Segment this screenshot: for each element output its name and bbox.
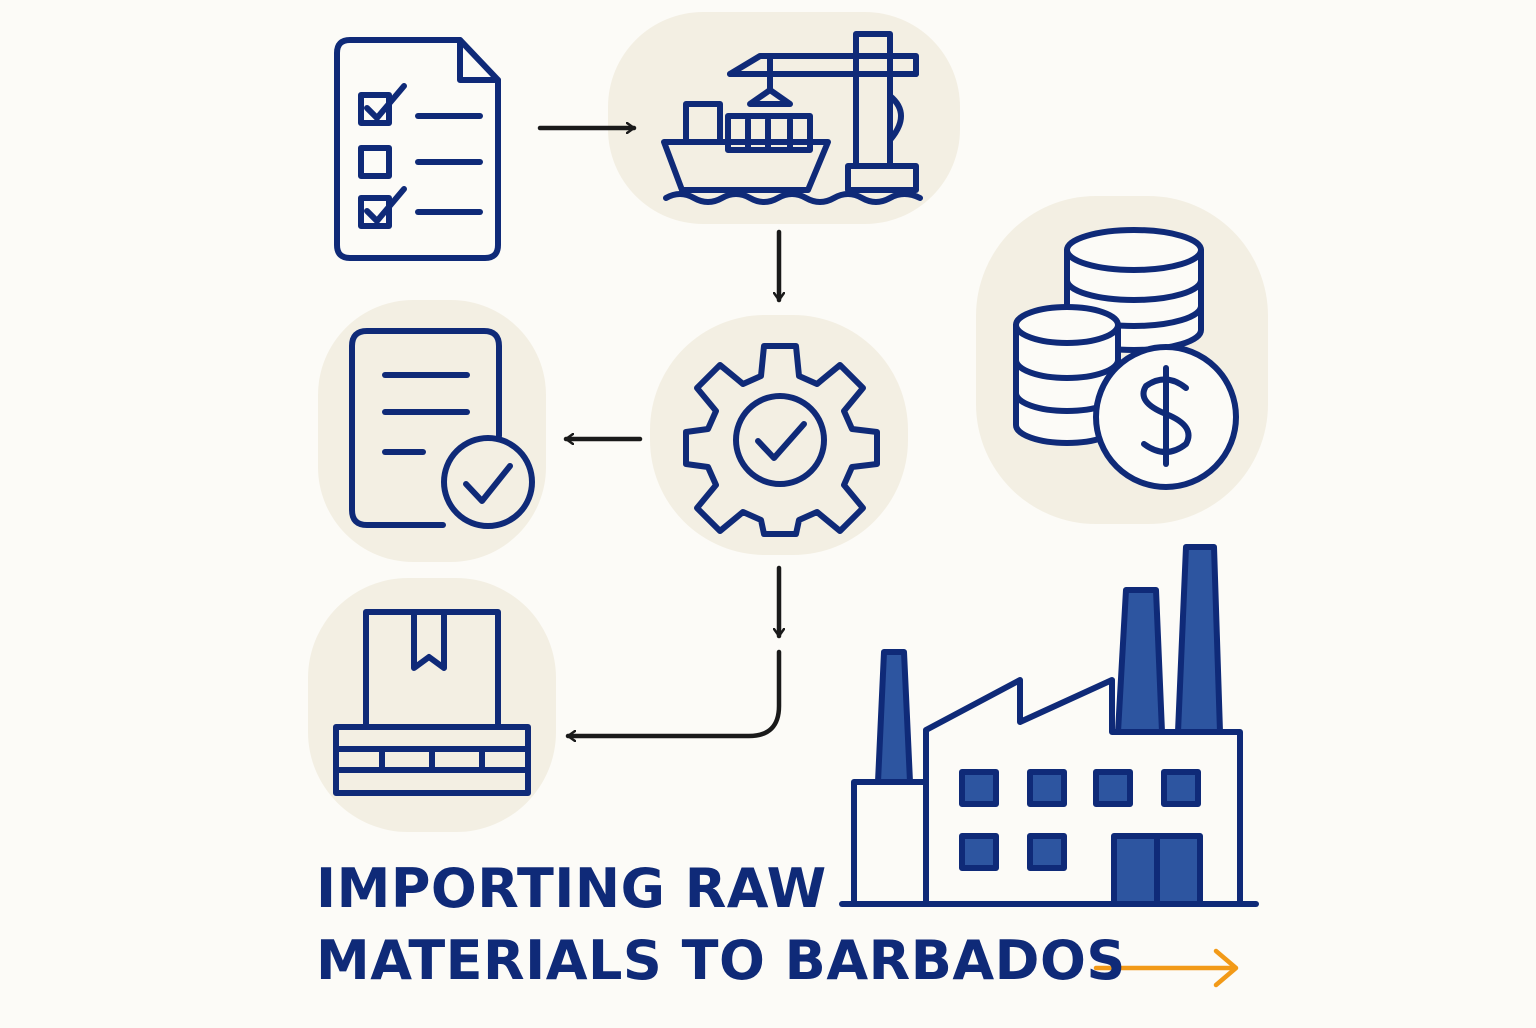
- checklist-document-icon: [334, 37, 501, 261]
- cargo-ship-port-crane-icon: [661, 31, 923, 205]
- title-line-1: IMPORTING RAW: [316, 857, 827, 920]
- gear-blob: [650, 315, 908, 555]
- accent-arrow: [1093, 948, 1239, 988]
- approved-document-icon: [349, 328, 535, 529]
- gear-check-icon: [683, 343, 880, 537]
- flow-arrows: [537, 128, 782, 736]
- coins-dollar-icon: [1013, 227, 1239, 490]
- factory-icon: [839, 544, 1259, 907]
- arrow-to-pallet: [565, 649, 782, 736]
- title-line-2: MATERIALS TO BARBADOS: [316, 929, 1126, 992]
- box-on-pallet-icon: [333, 609, 531, 796]
